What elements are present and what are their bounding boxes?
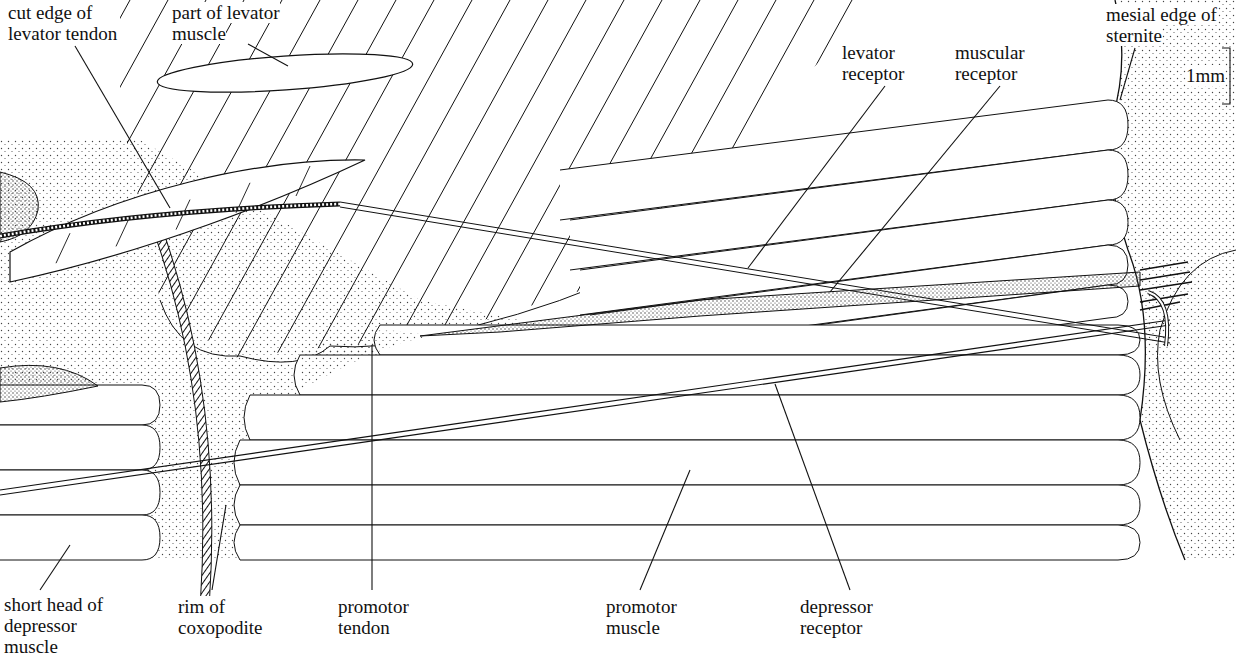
muscle-fibre — [296, 166, 310, 196]
label-text: muscular receptor — [955, 42, 1025, 84]
label-text: depressor receptor — [800, 596, 873, 638]
leader-line — [748, 86, 885, 268]
levator-muscle-part — [156, 47, 414, 99]
part-label: 1mm — [1186, 65, 1220, 86]
coxopodite-rim — [158, 230, 207, 600]
levator-receptor — [340, 202, 1170, 338]
label-text: rim of coxopodite — [178, 596, 262, 638]
sternite-contour — [1158, 250, 1236, 440]
depressor-band — [0, 470, 160, 515]
part-label: depressor receptor — [800, 596, 892, 638]
muscle-fibre — [56, 233, 70, 263]
promotor-band — [294, 355, 1140, 395]
part-label: short head of depressor muscle — [4, 594, 108, 657]
leader-line — [1120, 48, 1135, 100]
leader-line — [40, 545, 70, 590]
muscular-receptor — [420, 272, 1140, 336]
part-label: muscular receptor — [955, 42, 1043, 84]
label-text: promotor tendon — [338, 596, 409, 638]
dark-blob — [0, 365, 98, 402]
depressor-band — [0, 515, 160, 560]
label-text: part of levator muscle — [172, 2, 280, 44]
leader-line — [830, 86, 1000, 292]
part-label: levator receptor — [842, 42, 926, 84]
label-text: promotor muscle — [606, 596, 677, 638]
part-label: rim of coxopodite — [178, 596, 270, 638]
promotor-band — [244, 395, 1140, 440]
nerve-branch-core — [1148, 292, 1167, 346]
promotor-band — [234, 485, 1140, 525]
label-text: mesial edge of sternite — [1106, 4, 1217, 46]
depressor-receptor — [0, 325, 1170, 495]
leader-line — [371, 345, 372, 590]
nerve-branch — [1148, 292, 1167, 346]
tendon-stipple — [300, 330, 430, 390]
promotor-band — [234, 525, 1140, 560]
part-label: mesial edge of sternite — [1106, 4, 1218, 46]
label-text: 1mm — [1186, 65, 1225, 86]
leader-line — [640, 470, 690, 590]
part-label: part of levator muscle — [172, 2, 304, 44]
leader-line — [248, 44, 288, 66]
nerve-ending — [1140, 294, 1188, 302]
nerve-ending — [1140, 262, 1188, 270]
label-text: levator receptor — [842, 42, 904, 84]
levator-lens — [10, 160, 365, 282]
leader-line — [75, 46, 170, 208]
label-text: cut edge of levator tendon — [8, 2, 117, 44]
levator-tendon-hatch — [0, 204, 340, 236]
part-label: cut edge of levator tendon — [8, 2, 130, 44]
depressor-band — [0, 425, 160, 470]
levator-tendon — [0, 204, 340, 236]
leader-line — [212, 505, 226, 590]
depressor-receptor — [0, 320, 1170, 490]
nerve-ending — [1140, 272, 1190, 280]
label-text: short head of depressor muscle — [4, 594, 103, 657]
coxopodite-rim-hatch — [158, 230, 207, 600]
part-label: promotor muscle — [606, 596, 694, 638]
leader-lines — [40, 44, 1230, 590]
leader-line — [775, 384, 850, 590]
nerve-ending — [1140, 282, 1192, 290]
part-label: promotor tendon — [338, 596, 426, 638]
levator-receptor — [340, 207, 1170, 343]
